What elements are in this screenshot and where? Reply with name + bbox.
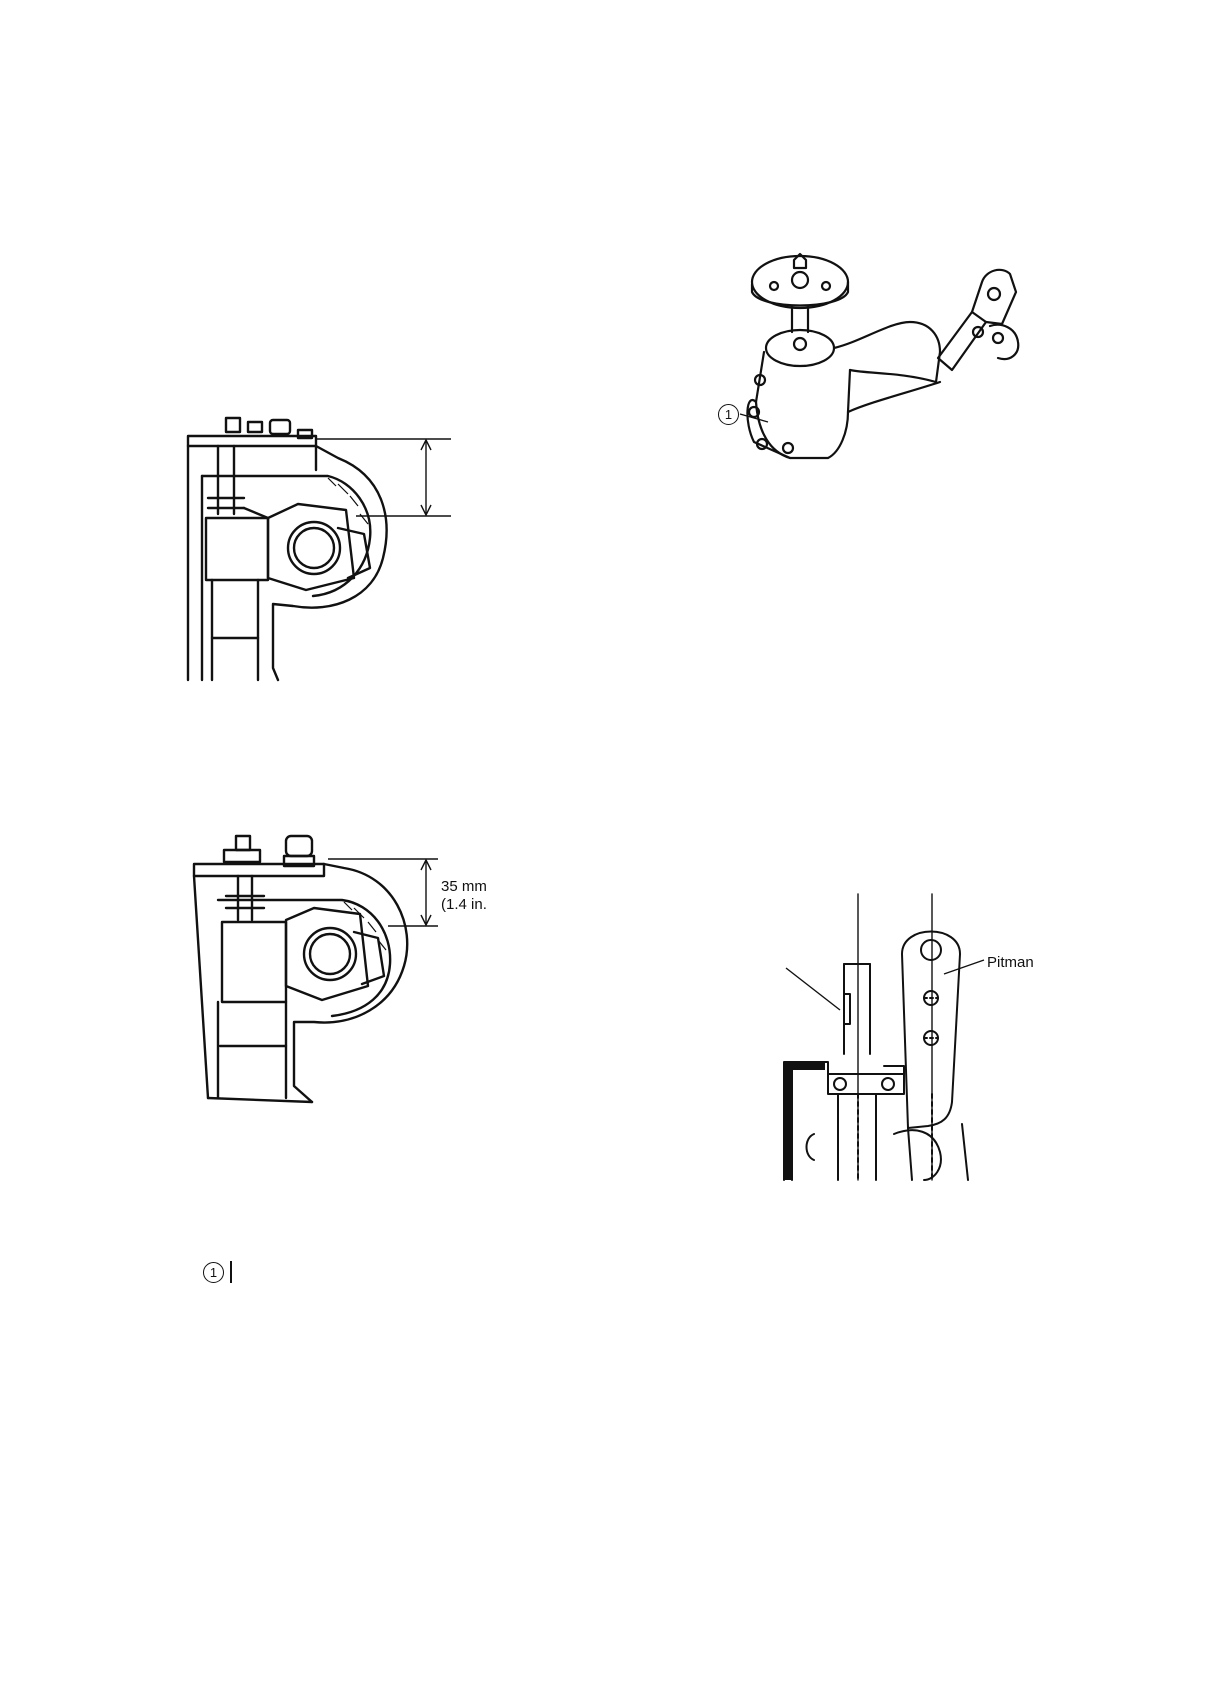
callout-leader-line (740, 410, 770, 426)
dimension-arrow-lower (328, 858, 448, 928)
dimension-arrow-top-drawing (316, 438, 456, 518)
legend-bar (230, 1261, 232, 1283)
shaft-mark-leader (784, 966, 844, 1014)
callout-number-one: 1 (718, 404, 739, 425)
shaft-mark-leader-drawing (784, 966, 844, 1014)
dimension-value-label: 35 mm (441, 878, 487, 895)
pitman-alignment-drawing (784, 894, 994, 1180)
gearbox-assembly-drawing (740, 252, 1040, 482)
callout-leader-line-drawing (740, 410, 770, 426)
dimension-arrow-top (316, 438, 456, 518)
dimension-imperial-label: (1.4 in. (441, 896, 487, 913)
legend-item-number: 1 (203, 1262, 224, 1283)
pitman-leader-line-drawing (944, 956, 986, 976)
pitman-alignment-figure (784, 894, 994, 1180)
gearbox-assembly-figure (740, 252, 1040, 482)
pitman-leader-line (944, 956, 986, 976)
dimension-arrow-lower-drawing (328, 858, 448, 928)
pitman-label: Pitman (987, 954, 1034, 971)
